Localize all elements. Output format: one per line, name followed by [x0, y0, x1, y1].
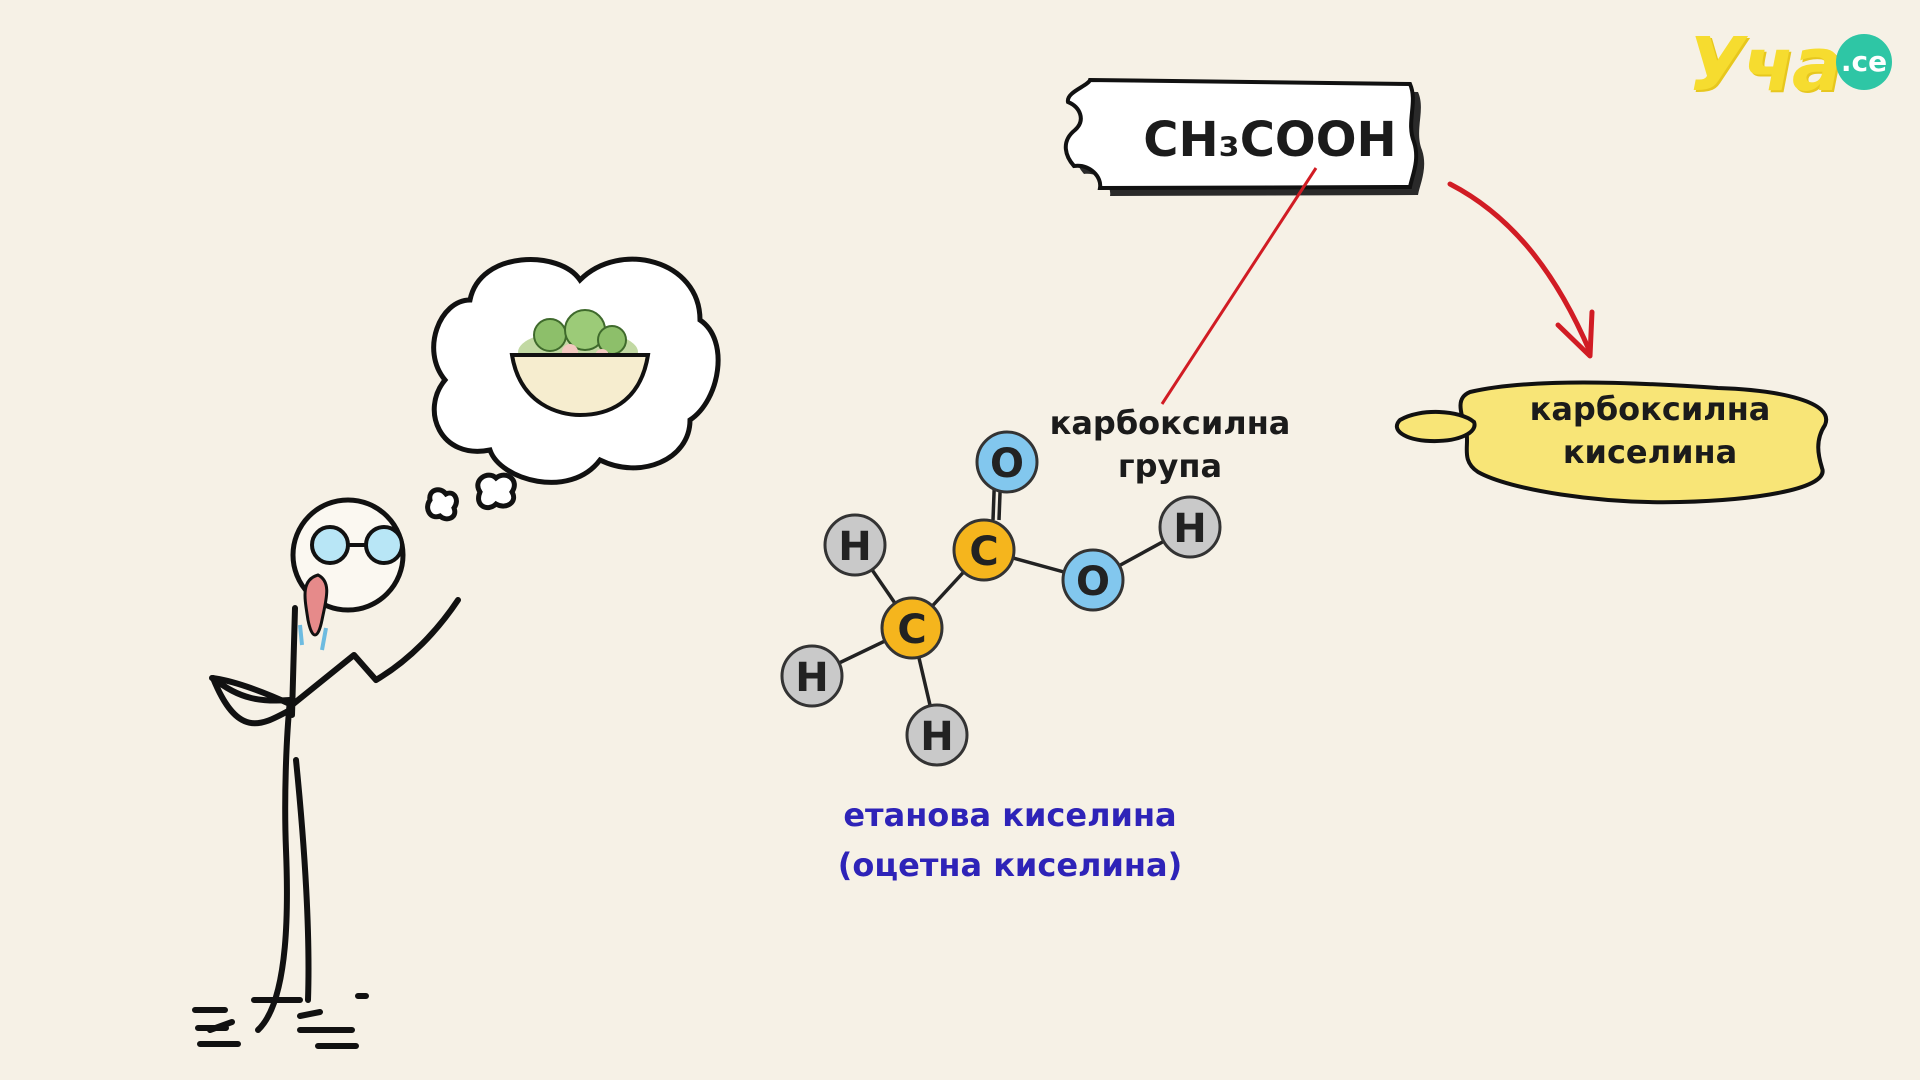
carboxyl-group-line-2: група: [1117, 447, 1223, 485]
svg-text:H: H: [838, 524, 871, 570]
svg-text:O: O: [990, 441, 1024, 487]
carboxylic-acid-line-2: киселина: [1562, 433, 1738, 471]
compound-name-line-1: етанова киселина: [843, 796, 1177, 834]
svg-text:H: H: [795, 655, 828, 701]
carboxylic-acid-label: карбоксилна киселина: [1520, 388, 1780, 474]
formula-label: CH₃COOH: [1143, 112, 1397, 168]
carboxylic-acid-line-1: карбоксилна: [1529, 390, 1771, 428]
brand-logo: Уча: [1688, 22, 1842, 108]
atom-oxygen-hydroxyl: O: [1061, 548, 1125, 612]
svg-text:O: O: [1076, 559, 1110, 605]
atom-hydrogen-1: H: [823, 513, 887, 577]
molecule: H H H C C O O H: [780, 430, 1222, 767]
glasses-icon: [310, 525, 404, 565]
pointer-line: [1160, 167, 1318, 405]
atom-carbon-1: C: [880, 596, 944, 660]
carboxyl-group-label: карбоксилна група: [1035, 402, 1305, 488]
atom-hydrogen-2: H: [780, 644, 844, 708]
acid-blob: [1394, 380, 1829, 505]
svg-text:C: C: [969, 529, 998, 575]
curved-arrow: [1447, 181, 1595, 359]
formula-banner: [1063, 77, 1425, 196]
compound-name-line-2: (оцетна киселина): [837, 846, 1183, 884]
svg-text:H: H: [1173, 506, 1206, 552]
atom-hydrogen-3: H: [905, 703, 969, 767]
molecule-bonds: [811, 466, 1191, 736]
atom-carbon-2: C: [952, 518, 1016, 582]
compound-name-label: етанова киселина (оцетна киселина): [830, 790, 1190, 890]
carboxyl-group-line-1: карбоксилна: [1049, 404, 1291, 442]
salad-bowl-icon: [509, 309, 651, 418]
brand-logo-badge: .ce: [1836, 34, 1892, 90]
svg-text:H: H: [920, 714, 953, 760]
atom-hydrogen-4: H: [1158, 495, 1222, 559]
atom-oxygen-double: O: [975, 430, 1039, 494]
svg-text:C: C: [897, 607, 926, 653]
tongue-icon: [298, 573, 329, 651]
